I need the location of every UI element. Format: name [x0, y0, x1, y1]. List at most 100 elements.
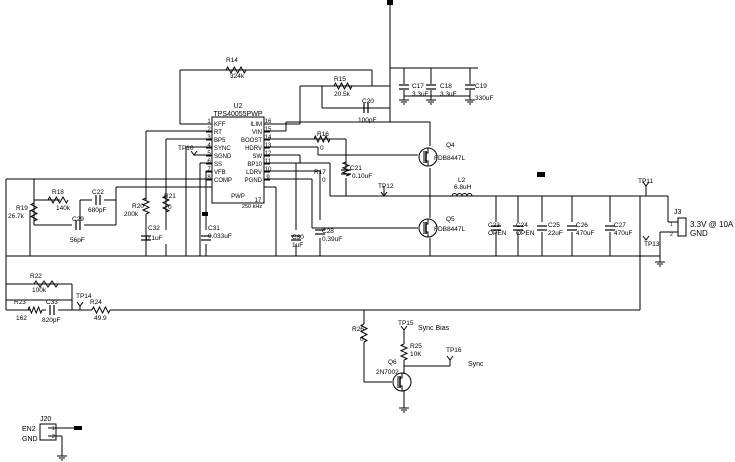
testpoint-label: TP10 — [178, 145, 194, 152]
resistor-value: 0 — [360, 336, 364, 343]
ic-pin-name: BP10 — [247, 162, 262, 168]
j3-pin1: 1 — [670, 222, 673, 228]
ic-pin-name: SS — [214, 162, 222, 168]
resistor-value: 140k — [56, 205, 71, 212]
testpoint-icon — [380, 191, 388, 197]
ic-pin-name: BP5 — [214, 138, 226, 144]
ss-flag-icon — [202, 212, 208, 216]
capacitor-ref: C24 — [516, 222, 528, 229]
capacitor-value: 100pF — [358, 117, 376, 124]
resistor-symbol — [47, 195, 69, 205]
capacitor-value: 22uF — [548, 230, 563, 237]
ic-u2-pwp-num: 17 — [255, 198, 262, 204]
testpoint-icon — [642, 235, 650, 241]
ic-pin-num: 16 — [265, 119, 272, 125]
resistor-symbol — [399, 343, 409, 361]
resistor-ref: R25 — [410, 343, 422, 350]
resistor-value: 10K — [410, 351, 422, 358]
resistor-value: 200k — [124, 211, 139, 218]
capacitor-value: 820pF — [42, 317, 60, 324]
capacitor-value: 680pF — [88, 207, 106, 214]
resistor-value: 20.5k — [334, 91, 351, 98]
ic-pin-name: BOOST — [241, 138, 262, 144]
j3-label-out: 3.3V @ 10A — [690, 220, 734, 229]
resistor-symbol — [161, 195, 171, 213]
resistor-symbol — [359, 323, 369, 343]
capacitor-value: 56pF — [70, 237, 85, 244]
inductor-icon — [451, 193, 473, 197]
resistor-value: 324k — [230, 73, 245, 80]
ic-pin-num: 2 — [207, 127, 211, 133]
resistor-value: 0 — [168, 204, 172, 211]
output-connector: J3 1 2 3.3V @ 10A GND — [670, 209, 734, 238]
resistor-symbol — [333, 81, 353, 91]
capacitor-ref: C28 — [322, 228, 334, 235]
mosfet-leads — [426, 219, 429, 237]
capacitor-ref: C21 — [350, 165, 362, 172]
ic-pin-num: 6 — [207, 159, 211, 165]
testpoint-icon — [76, 301, 84, 307]
testpoint-label: TP11 — [638, 178, 653, 185]
ic-pin-name: ILIM — [250, 122, 262, 128]
resistor-ref: R26 — [352, 326, 364, 333]
testpoint-label: TP12 — [378, 183, 394, 190]
capacitor-ref: C19 — [475, 83, 487, 90]
resistor-ref: R24 — [90, 299, 102, 306]
ic-pin-num: 5 — [207, 151, 211, 157]
capacitor-value: OPEN — [488, 230, 507, 237]
testpoint-icon — [400, 325, 408, 331]
capacitor-ref: C26 — [576, 222, 588, 229]
capacitor-ref: C31 — [208, 225, 220, 232]
net-sync-bias: Sync Bias — [418, 325, 450, 332]
capacitor-value: 0.10uF — [352, 173, 372, 180]
ic-pin-num: 1 — [207, 119, 211, 125]
fet-ref: Q4 — [446, 142, 455, 149]
capacitor-value: 3.3uF — [412, 91, 429, 98]
capacitor-ref: C25 — [548, 222, 560, 229]
resistor-value: 26.7k — [8, 213, 25, 220]
j20-pin1: EN2 — [22, 426, 36, 433]
ic-pin-num: 12 — [265, 151, 272, 157]
capacitor-value: 1uF — [292, 242, 303, 249]
resistor-value: 49.9 — [94, 315, 107, 322]
ic-pin-name: HDRV — [245, 146, 262, 152]
ground-icon — [56, 451, 68, 461]
resistor-ref: R14 — [226, 57, 238, 64]
j20-num2: 2 — [52, 434, 55, 440]
resistor-ref: R17 — [314, 169, 326, 176]
ic-u2-pwp-label: PWP — [231, 194, 245, 200]
fet-ref: Q5 — [446, 216, 455, 223]
resistor-ref: R22 — [30, 273, 42, 280]
mosfet-leads — [400, 373, 403, 391]
ground-icon — [654, 257, 666, 267]
ic-u2-freq: 250 kHz — [242, 204, 262, 210]
capacitor-ref: C33 — [46, 299, 58, 306]
resistor-symbol — [91, 305, 111, 315]
ground-icon — [398, 403, 410, 413]
enable-connector: J20 EN2 GND 1 2 — [22, 416, 82, 443]
vout-flag-icon — [537, 172, 545, 177]
capacitor-ref: C22 — [92, 189, 104, 196]
ic-pin-num: 14 — [265, 135, 272, 141]
capacitor-ref: C20 — [362, 98, 374, 105]
wires — [5, 4, 678, 452]
capacitor-value: 330uF — [475, 95, 493, 102]
j3-pin2: 2 — [670, 232, 673, 238]
ic-pin-num: 7 — [207, 167, 211, 173]
ic-pin-name: SGND — [214, 154, 232, 160]
resistor-value: 0 — [322, 177, 326, 184]
ground-icon — [464, 95, 476, 105]
mosfet-leads — [426, 148, 429, 166]
fet-part: 2N7002 — [376, 369, 399, 376]
en2-flag-icon — [74, 426, 82, 430]
resistor-symbol — [225, 65, 247, 75]
ic-pin-name: KFF — [214, 122, 226, 128]
capacitor-ref: C23 — [488, 222, 500, 229]
resistor-ref: R18 — [52, 189, 64, 196]
resistor-ref: R15 — [334, 76, 346, 83]
resistor-value: 162 — [16, 315, 27, 322]
resistor-symbol — [141, 197, 151, 215]
capacitor-ref: C29 — [72, 216, 84, 223]
j3-body — [677, 217, 687, 237]
